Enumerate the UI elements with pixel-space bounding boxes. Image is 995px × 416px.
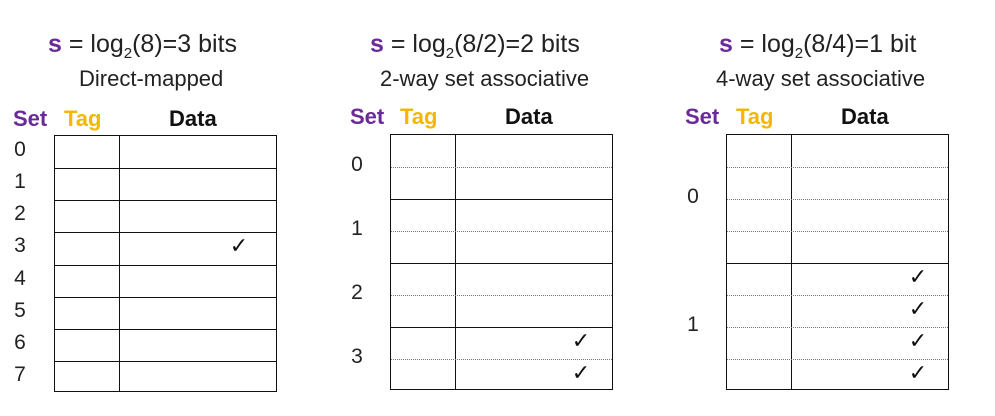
set-index-label: 3 <box>14 234 26 258</box>
set-index-label: 0 <box>687 185 699 208</box>
set-index-label: 2 <box>14 202 26 226</box>
tag-data-divider <box>119 136 120 391</box>
set-header: Set <box>350 104 385 129</box>
formula-direct-mapped: s = log2(8)=3 bits <box>48 30 238 62</box>
tag-header: Tag <box>400 104 438 129</box>
way-boundary-line <box>391 231 612 232</box>
set-index-label: 4 <box>14 266 26 290</box>
way-boundary-line <box>727 199 948 200</box>
way-boundary-line <box>727 231 948 232</box>
set-index-label: 0 <box>351 153 363 176</box>
set-boundary-line <box>391 199 612 200</box>
set-header: Set <box>13 106 48 131</box>
subtitle-direct-mapped: Direct-mapped <box>79 66 224 91</box>
valid-checkmark: ✓ <box>229 233 249 259</box>
data-header: Data <box>841 104 889 129</box>
set-boundary-line <box>391 327 612 328</box>
subtitle-four-way: 4-way set associative <box>716 66 926 91</box>
set-index-label: 5 <box>14 298 26 322</box>
set-boundary-line <box>55 360 276 362</box>
cache-grid <box>726 134 949 390</box>
valid-checkmark: ✓ <box>571 328 591 353</box>
way-boundary-line <box>727 359 948 360</box>
set-index-label: 0 <box>14 138 26 162</box>
way-boundary-line <box>391 295 612 296</box>
set-boundary-line <box>55 328 276 330</box>
set-boundary-line <box>727 263 948 264</box>
set-boundary-line <box>55 264 276 266</box>
valid-checkmark: ✓ <box>908 264 928 289</box>
set-header: Set <box>685 104 720 129</box>
data-header: Data <box>169 106 217 131</box>
set-index-label: 7 <box>14 362 26 386</box>
tag-header: Tag <box>64 106 102 131</box>
set-index-label: 3 <box>351 345 363 368</box>
set-boundary-line <box>55 296 276 298</box>
tag-data-divider <box>791 135 792 389</box>
set-index-label: 1 <box>687 313 699 336</box>
way-boundary-line <box>391 167 612 168</box>
subtitle-two-way: 2-way set associative <box>380 66 590 91</box>
way-boundary-line <box>727 167 948 168</box>
formula-four-way: s = log2(8/4)=1 bit <box>719 30 917 62</box>
set-boundary-line <box>55 200 276 202</box>
data-header: Data <box>505 104 553 129</box>
direct-mapped-panel: s = log2(8)=3 bits Direct-mapped Set Tag… <box>0 0 330 416</box>
tag-header: Tag <box>736 104 774 129</box>
set-index-label: 1 <box>351 217 363 240</box>
tag-data-divider <box>455 135 456 389</box>
formula-two-way: s = log2(8/2)=2 bits <box>370 30 580 62</box>
four-way-panel: s = log2(8/4)=1 bit 4-way set associativ… <box>665 0 995 416</box>
way-boundary-line <box>727 295 948 296</box>
way-boundary-line <box>391 359 612 360</box>
way-boundary-line <box>727 327 948 328</box>
set-boundary-line <box>55 232 276 234</box>
valid-checkmark: ✓ <box>908 360 928 385</box>
cache-grid <box>54 135 277 392</box>
set-boundary-line <box>55 168 276 170</box>
two-way-panel: s = log2(8/2)=2 bits 2-way set associati… <box>330 0 660 416</box>
valid-checkmark: ✓ <box>908 296 928 321</box>
set-index-label: 6 <box>14 330 26 354</box>
set-index-label: 2 <box>351 281 363 304</box>
cache-grid <box>390 134 613 390</box>
valid-checkmark: ✓ <box>571 360 591 385</box>
set-index-label: 1 <box>14 170 26 194</box>
set-boundary-line <box>391 263 612 264</box>
valid-checkmark: ✓ <box>908 328 928 353</box>
